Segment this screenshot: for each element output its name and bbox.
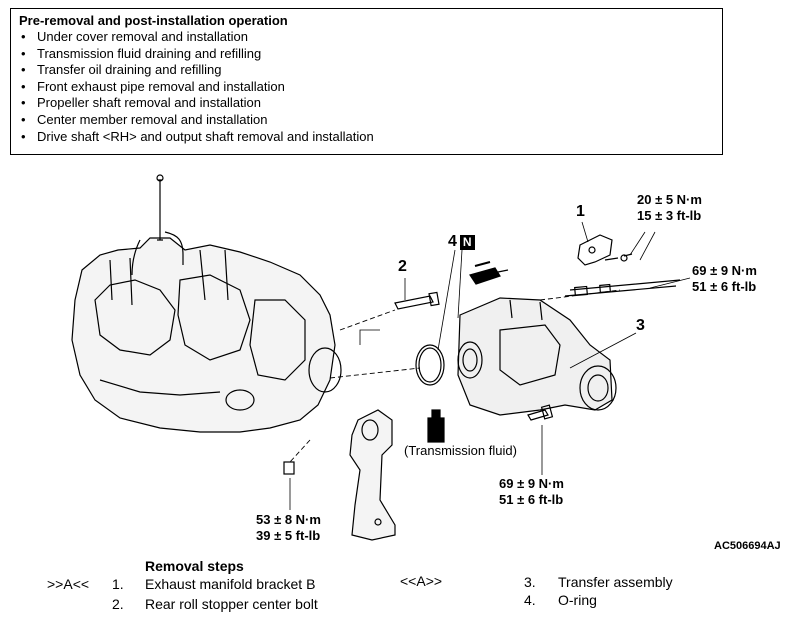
pre-removal-item: Transfer oil draining and refilling (19, 62, 714, 79)
transfer-assembly-illustration (71, 174, 691, 541)
callout-1: 1 (576, 203, 585, 220)
step-marker: >>A<< (47, 576, 90, 592)
step-text: O-ring (558, 592, 597, 608)
step-text: Transfer assembly (558, 574, 673, 590)
alignment-line (339, 309, 396, 331)
leader-line (581, 221, 589, 243)
torque-ftlb: 15 ± 3 ft-lb (637, 208, 702, 223)
pre-removal-item: Center member removal and installation (19, 112, 714, 129)
torque-ftlb: 51 ± 6 ft-lb (499, 492, 564, 507)
alignment-line (289, 439, 311, 463)
torque-label-lower-bolt: 69 ± 9 N·m 51 ± 6 ft-lb (499, 476, 564, 508)
pre-removal-title: Pre-removal and post-installation operat… (19, 13, 288, 28)
fluid-bottle-icon (427, 409, 445, 443)
step-text: Rear roll stopper center bolt (145, 596, 318, 612)
figure-code: AC506694AJ (714, 540, 781, 552)
torque-ftlb: 51 ± 6 ft-lb (692, 279, 757, 294)
transmission-case-drawing (71, 174, 342, 433)
fluid-label: (Transmission fluid) (404, 443, 517, 458)
torque-nm: 53 ± 8 N·m (256, 512, 321, 527)
transfer-assembly-drawing (457, 297, 617, 416)
torque-ftlb: 39 ± 5 ft-lb (256, 528, 321, 543)
callout-3: 3 (636, 317, 645, 334)
callout-4-number: 4 (448, 233, 457, 250)
torque-nm: 69 ± 9 N·m (499, 476, 564, 491)
exhaust-manifold-bracket-drawing (577, 234, 633, 266)
o-ring-drawing (415, 344, 445, 386)
alignment-line (539, 289, 621, 301)
bolt-lower-drawing (527, 404, 554, 421)
step-number: 3. (524, 574, 536, 590)
step-number: 4. (524, 592, 536, 608)
step-marker: <<A>> (400, 573, 443, 589)
torque-nm: 69 ± 9 N·m (692, 263, 757, 278)
pre-removal-item: Front exhaust pipe removal and installat… (19, 79, 714, 96)
n-badge: N (459, 235, 475, 250)
pre-removal-box: Pre-removal and post-installation operat… (10, 8, 723, 155)
torque-nm: 20 ± 5 N·m (637, 192, 702, 207)
leader-line (437, 249, 456, 351)
torque-label-nut: 53 ± 8 N·m 39 ± 5 ft-lb (256, 512, 321, 544)
pre-removal-item: Transmission fluid draining and refillin… (19, 46, 714, 63)
leader-line (629, 231, 646, 256)
roll-stopper-bracket-drawing (349, 409, 396, 541)
torque-label-long-bolt: 69 ± 9 N·m 51 ± 6 ft-lb (692, 263, 757, 295)
pre-removal-list: Under cover removal and installation Tra… (19, 29, 714, 145)
leader-line (649, 277, 691, 289)
grease-tool-icon (469, 261, 509, 285)
bolt-2-drawing (394, 291, 440, 310)
removal-steps-title: Removal steps (145, 558, 244, 574)
step-number: 1. (112, 576, 124, 592)
leader-line (639, 231, 656, 261)
leader-line (359, 329, 380, 345)
pre-removal-item: Drive shaft <RH> and output shaft remova… (19, 129, 714, 146)
step-text: Exhaust manifold bracket B (145, 576, 316, 592)
pre-removal-item: Under cover removal and installation (19, 29, 714, 46)
step-number: 2. (112, 596, 124, 612)
callout-2: 2 (398, 258, 407, 275)
leader-line (569, 332, 637, 369)
lower-nut-drawing (283, 461, 295, 475)
torque-label-bracket: 20 ± 5 N·m 15 ± 3 ft-lb (637, 192, 702, 224)
pre-removal-item: Propeller shaft removal and installation (19, 95, 714, 112)
long-bolt-drawing (564, 279, 681, 297)
alignment-line (329, 367, 421, 379)
leader-line (457, 249, 463, 319)
